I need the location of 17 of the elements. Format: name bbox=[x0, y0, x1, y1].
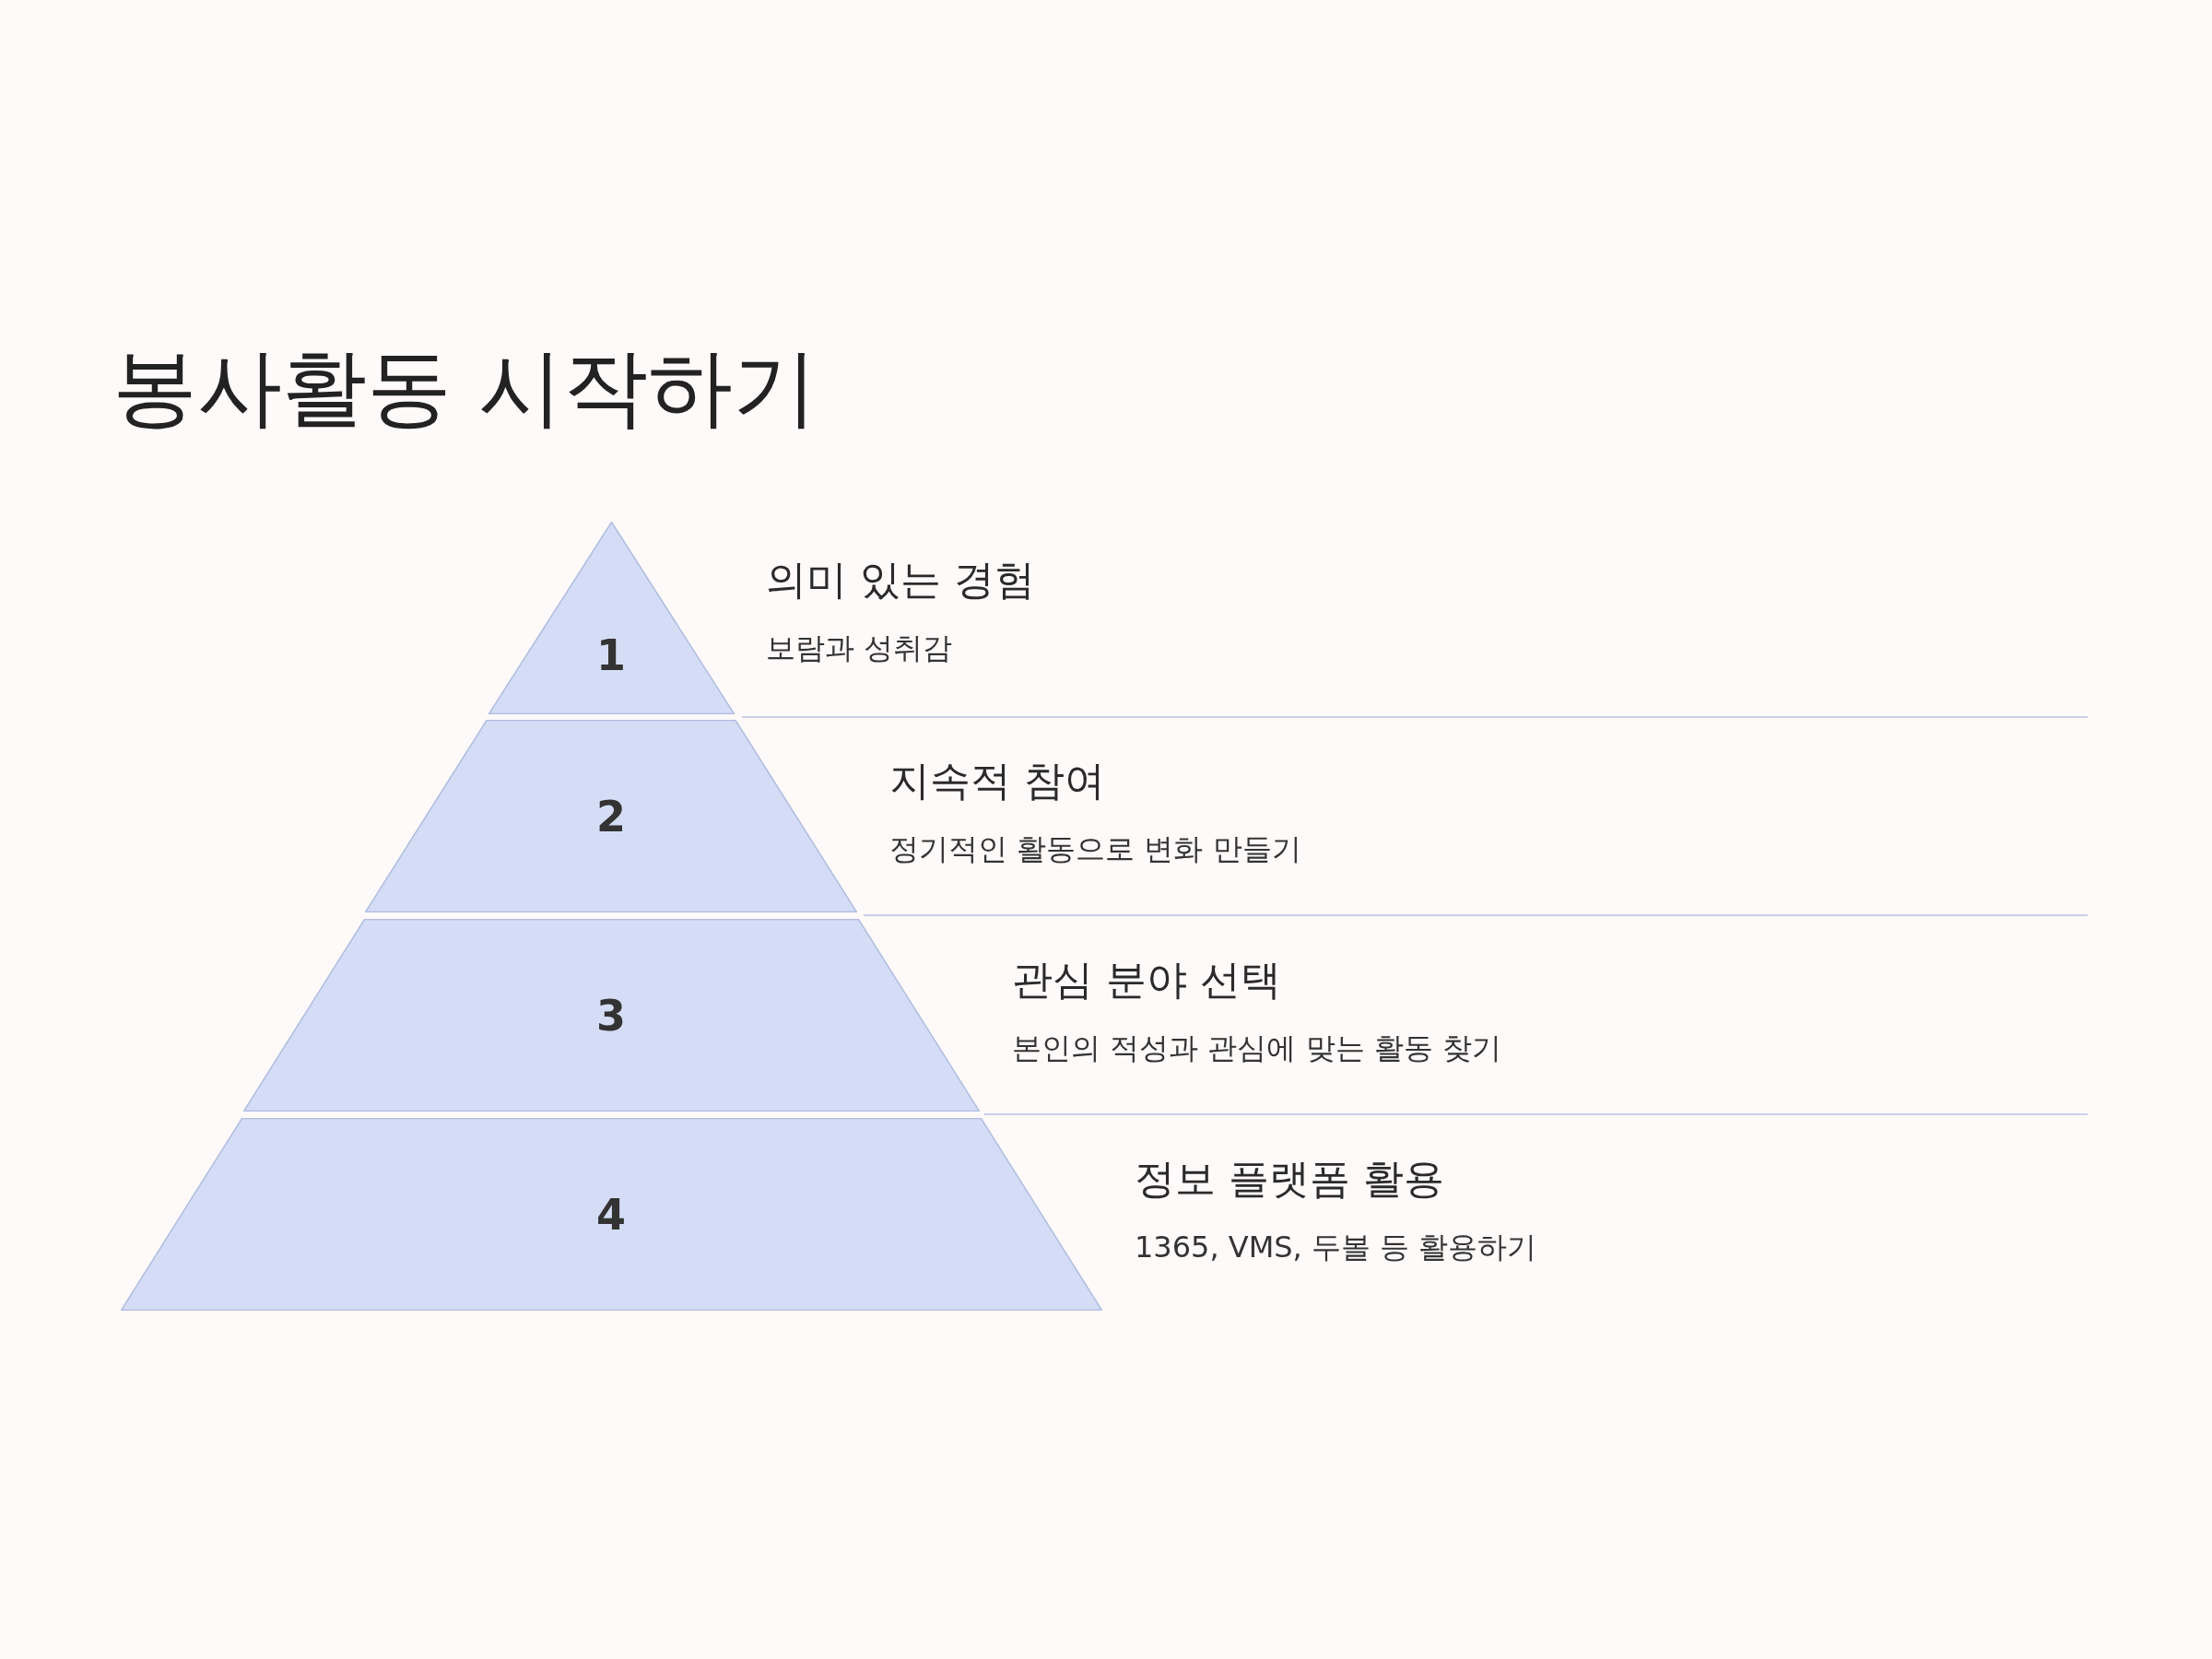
pyramid-triangle bbox=[488, 522, 735, 714]
level-heading: 의미 있는 경험 bbox=[766, 555, 1035, 605]
level-heading: 관심 분야 선택 bbox=[1012, 955, 1281, 1005]
pyramid-band bbox=[120, 1118, 1102, 1311]
level-number: 2 bbox=[596, 791, 626, 841]
title: 봉사활동 시작하기 bbox=[112, 341, 818, 435]
level-description: 보람과 성취감 bbox=[766, 629, 953, 667]
level-number: 3 bbox=[596, 990, 626, 1041]
level-description: 정기적인 활동으로 변화 만들기 bbox=[889, 830, 1301, 868]
level-heading: 정보 플랫폼 활용 bbox=[1135, 1154, 1444, 1204]
level-number: 4 bbox=[596, 1189, 626, 1240]
pyramid-band bbox=[365, 720, 857, 912]
level-description: 1365, VMS, 두볼 등 활용하기 bbox=[1135, 1229, 1537, 1266]
level-number: 1 bbox=[596, 629, 626, 680]
level-description: 본인의 적성과 관심에 맞는 활동 찾기 bbox=[1012, 1030, 1501, 1067]
level-heading: 지속적 참여 bbox=[889, 756, 1105, 806]
pyramid-band bbox=[242, 919, 980, 1112]
